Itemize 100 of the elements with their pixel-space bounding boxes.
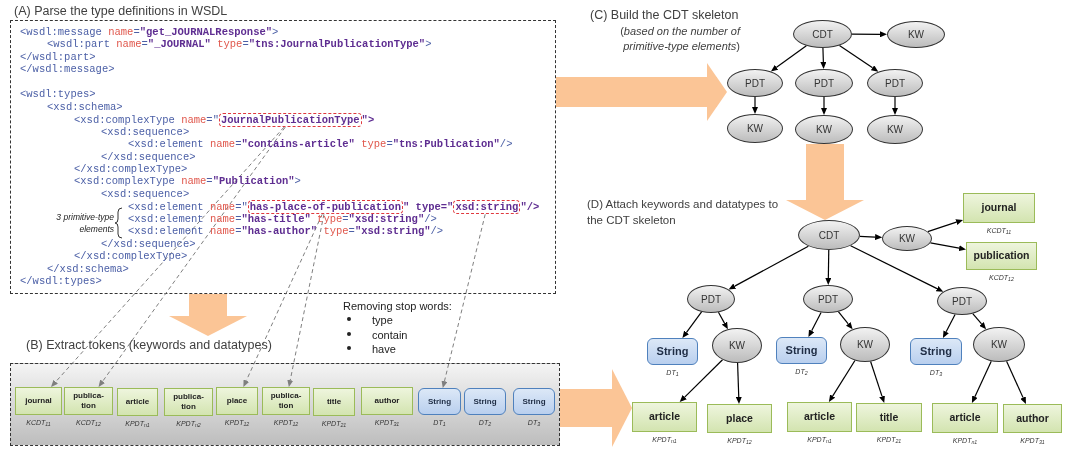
arrow [770,45,807,72]
keyword-box: article [932,403,998,433]
code-line: <xsd:element name="has-author" type="xsd:string"/> [128,225,444,238]
arrow [870,360,885,403]
arrow [828,359,856,402]
dashed-arrow [243,213,323,387]
arrow [892,96,898,115]
datatype-box: String [464,388,506,415]
arrow [808,311,822,337]
dashed-arrow [287,213,325,387]
code-line: <xsd:element name="has-title" type="xsd:string"/> [128,212,437,225]
arrow [972,313,987,330]
tree-node-ellipse: KW [867,115,923,144]
arrow [682,311,703,338]
panel-heading: (B) Extract tokens (keywords and datatypes) [26,337,272,354]
arrow [850,245,944,292]
code-line: </xsd:complexType> [74,250,188,263]
arrow [971,360,992,403]
code-line: <xsd:element name="contains-article" type="tns:Publication"/> [128,138,513,151]
code-line: </xsd:complexType> [74,162,188,175]
tree-node-ellipse: CDT [798,220,860,250]
section-heading: (D) Attach keywords and datatypes to the CDT skeleton [587,197,780,228]
highlighted-code: xsd:string [453,200,521,215]
keyword-box: publication [966,242,1037,270]
keyword-box: publica- tion [64,387,113,415]
keyword-box: article [787,402,852,432]
tree-node-ellipse: PDT [937,287,987,315]
tree-node-ellipse: PDT [867,69,923,97]
tree-node-ellipse: KW [795,115,853,144]
highlighted-code: has-place-of-publication [247,200,403,215]
section-heading: (C) Build the CDT skeleton [590,7,739,24]
list-item: contain [372,328,408,343]
tree-node-ellipse: KW [887,21,945,48]
arrow [679,359,724,402]
arrow [752,96,758,114]
note-heading: Removing stop words: [343,299,452,314]
tree-node-ellipse: PDT [687,285,735,313]
code-line: </xsd:sequence> [101,237,196,250]
arrow [735,362,742,404]
code-line: <xsd:sequence> [101,187,190,200]
dashed-arrow [98,126,286,387]
annotation-text: 3 primitive-type elements [55,211,114,235]
arrow [1006,360,1026,404]
code-line: <xsd:sequence> [101,125,190,138]
tree-node-ellipse: KW [973,327,1025,362]
code-line: <wsdl:part name="_JOURNAL" type="tns:JournalPublicationType"> [47,38,432,51]
keyword-box: article [632,402,697,432]
keyword-box: title [313,388,355,416]
arrow [942,313,956,338]
code-line: </wsdl:types> [20,275,102,287]
tree-node-ellipse: KW [882,226,932,251]
code-line: <xsd:complexType name=" [74,114,219,127]
dashed-arrow [51,126,285,387]
datatype-box: String [776,337,827,364]
tree-node-ellipse: PDT [727,69,783,97]
section-subheading: (based on the number of primitive-type elements) [619,24,740,54]
keyword-box: title [856,403,922,432]
code-line: <wsdl:message name="get_JOURNALResponse"> [20,26,279,38]
keyword-box: publica- tion [262,387,310,415]
code-line: <xsd:schema> [47,100,123,113]
tree-node-ellipse: KW [727,114,783,143]
block-arrow [560,369,632,447]
code-line: </wsdl:message> [20,63,115,76]
code-line: <wsdl:types> [20,88,96,101]
arrow [825,249,832,285]
tree-node-ellipse: PDT [803,285,853,313]
datatype-box: String [647,338,698,365]
panel-heading: (A) Parse the type definitions in WSDL [14,3,228,20]
tree-node-ellipse: KW [712,328,762,363]
keyword-box: place [707,404,772,433]
list-item: type [372,313,393,328]
keyword-box: publica- tion [164,388,213,416]
arrow [728,245,809,290]
keyword-box: place [216,387,258,415]
code-line: " type=" [403,201,454,214]
keyword-box: article [117,388,158,416]
arrow [929,242,966,252]
datatype-box: String [513,388,555,415]
code-line: <xsd:complexType name="Publication"> [74,175,301,188]
code-line: </wsdl:part> [20,50,96,63]
tree-node-ellipse: CDT [793,20,852,48]
arrow [859,234,883,241]
arrow [837,311,853,330]
arrow [820,47,827,69]
code-line: <xsd:element name=" [128,201,248,214]
tree-node-ellipse: PDT [795,69,853,97]
code-line: "/> [520,201,540,214]
datatype-box: String [418,388,461,415]
code-line: </xsd:sequence> [101,150,196,163]
arrow [851,31,887,38]
datatype-box: String [910,338,962,365]
keyword-box: journal [963,193,1035,223]
keyword-box: journal [15,387,62,415]
highlighted-code: JournalPublicationType [218,113,362,128]
code-line: </xsd:schema> [47,262,129,275]
tree-node-ellipse: KW [840,327,890,362]
list-item: have [372,342,396,357]
block-arrow [556,63,727,121]
dashed-arrow [441,213,486,388]
arrow [717,311,728,330]
